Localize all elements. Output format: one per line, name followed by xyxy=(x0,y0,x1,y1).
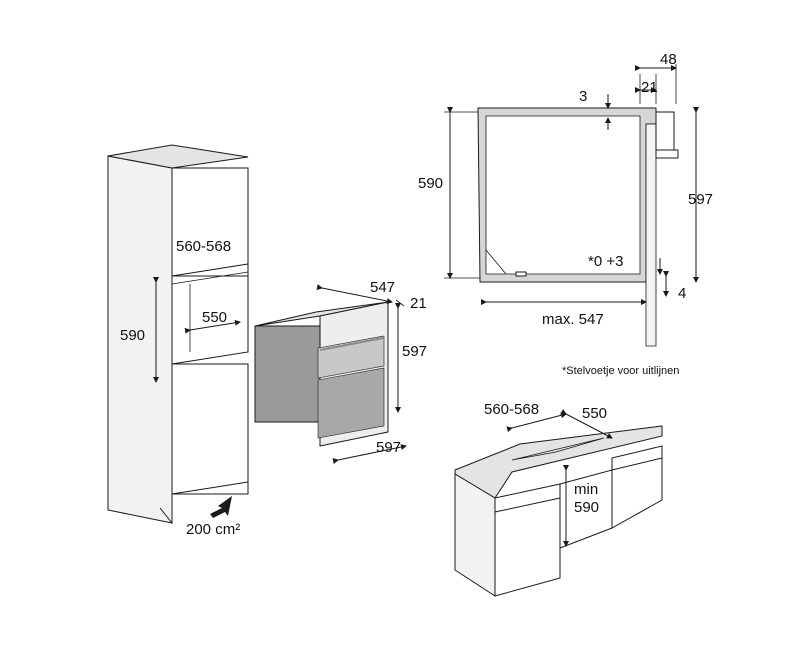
oven-handle xyxy=(319,337,384,351)
side-section: 3 21 48 590 597 *0 +3 4 max. 547 *Stelvo… xyxy=(418,51,713,377)
outer-height: 597 xyxy=(688,191,713,208)
oven-height: 597 xyxy=(402,343,427,360)
oven-door-thickness: 21 xyxy=(410,295,427,312)
tall-niche-depth: 550 xyxy=(202,309,227,326)
max-depth: max. 547 xyxy=(542,311,604,328)
under-counter-cabinet: 560-568 550 min 590 xyxy=(454,401,663,597)
uc-min-label: min xyxy=(574,481,598,498)
uc-niche-depth: 550 xyxy=(582,405,607,422)
tall-niche-height: 590 xyxy=(120,327,145,344)
ventilation-arrow-icon xyxy=(210,496,232,518)
bottom-offset: 4 xyxy=(678,285,686,302)
uc-niche-width: 560-568 xyxy=(484,401,539,418)
tall-niche-width: 560-568 xyxy=(176,238,231,255)
oven-depth: 547 xyxy=(370,279,395,296)
top-gap: 3 xyxy=(579,88,587,105)
front-offset-small: 21 xyxy=(641,79,658,96)
footnote: *Stelvoetje voor uitlijnen xyxy=(562,365,679,377)
oven-width: 597 xyxy=(376,439,401,456)
oven-unit: 547 21 597 597 xyxy=(254,279,427,464)
tall-cabinet: 560-568 590 550 200 cm² xyxy=(107,144,249,538)
adjust-range: *0 +3 xyxy=(588,253,623,270)
front-offset-large: 48 xyxy=(660,51,677,68)
inner-height: 590 xyxy=(418,175,443,192)
uc-min-height: 590 xyxy=(574,499,599,516)
ventilation-area: 200 cm² xyxy=(186,521,240,538)
